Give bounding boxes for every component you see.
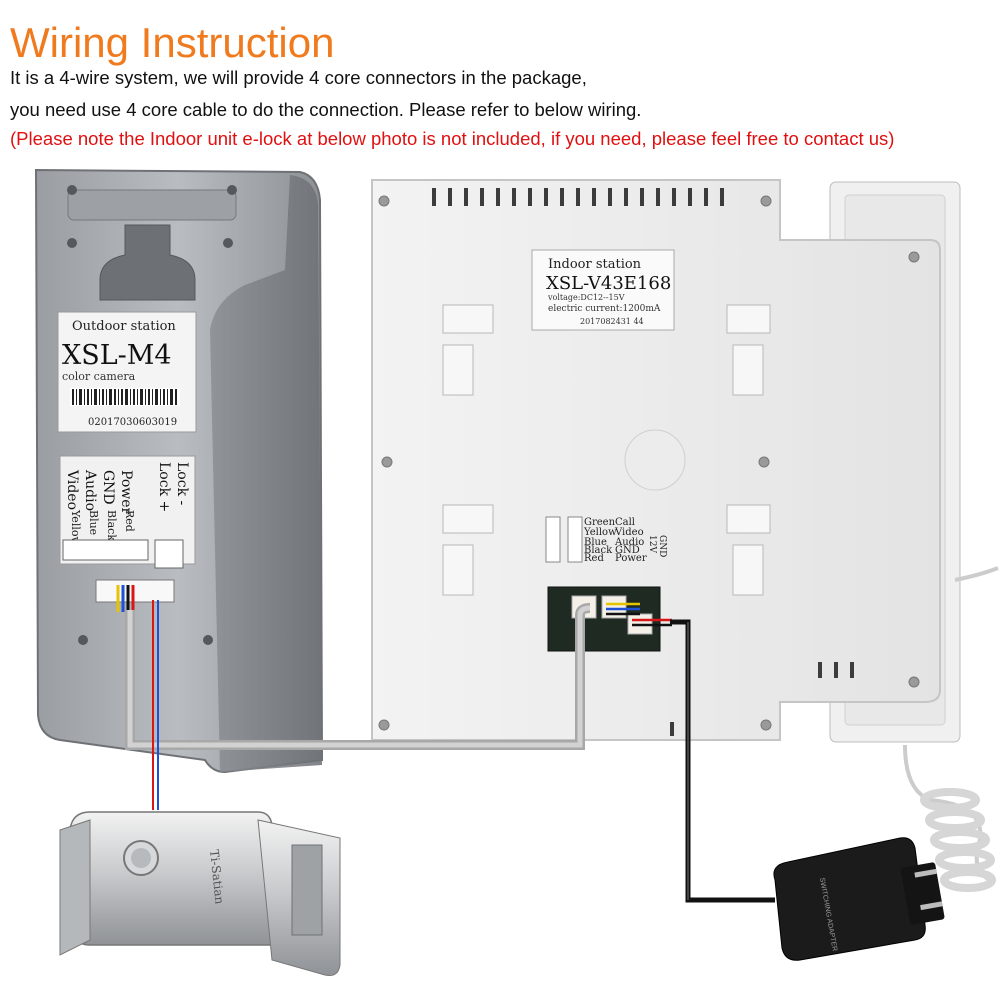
note-line: (Please note the Indoor unit e-lock at b… <box>10 128 895 149</box>
intro-line-1: It is a 4-wire system, we will provide 4… <box>10 67 587 88</box>
indoor-current: electric current:1200mA <box>548 304 661 314</box>
indoor-wire-yellow: Yellow <box>583 527 617 538</box>
outdoor-barcode <box>70 388 180 406</box>
wiring-photo: Outdoor station XSL-M4 color camera 0201… <box>34 168 999 976</box>
bracket-clips <box>442 304 771 596</box>
indoor-terminal-call: Call <box>615 517 635 528</box>
indoor-terminal-audio: Audio <box>614 537 644 548</box>
coiled-cord <box>920 788 996 892</box>
outdoor-terminal-power: Power <box>118 470 134 515</box>
indoor-model: XSL-V43E168 <box>546 273 671 294</box>
mounting-holes <box>67 185 237 645</box>
indoor-power-gnd: GND <box>657 535 667 557</box>
outdoor-terminal-video: Video <box>64 469 80 510</box>
screws <box>378 195 920 731</box>
outdoor-subtitle: color camera <box>62 370 136 383</box>
vent-slots <box>432 188 854 736</box>
indoor-label-title: Indoor station <box>548 257 642 272</box>
page-title: Wiring Instruction <box>10 19 335 66</box>
outdoor-label-title: Outdoor station <box>72 319 176 334</box>
intro-line-2: you need use 4 core cable to do the conn… <box>10 99 642 120</box>
indoor-power-12v: 12V <box>647 535 657 553</box>
outdoor-model: XSL-M4 <box>62 340 172 371</box>
indoor-terminal-gnd: GND <box>615 545 640 556</box>
outdoor-wire-blue: Blue <box>87 510 100 535</box>
outdoor-lock-minus: Lock - <box>174 462 190 506</box>
indoor-wire-green: Green <box>584 517 616 528</box>
outdoor-terminal-gnd: GND <box>100 470 116 505</box>
outdoor-wire-red: Red <box>123 510 136 532</box>
indoor-wire-red: Red <box>584 553 604 564</box>
connection-cables <box>125 600 775 903</box>
outdoor-wire-yellow: Yellow <box>69 509 82 546</box>
electric-lock: Ti-Satian <box>59 811 341 976</box>
indoor-wire-blue: Blue <box>584 537 607 548</box>
outdoor-connector <box>95 579 175 603</box>
outdoor-terminal-audio: Audio <box>82 469 98 511</box>
outdoor-station: Outdoor station XSL-M4 color camera 0201… <box>34 168 324 774</box>
indoor-station: Indoor station XSL-V43E168 voltage:DC12-… <box>371 179 999 892</box>
outdoor-wire-black: Black <box>105 510 118 541</box>
indoor-terminal-video: Video <box>614 527 644 538</box>
indoor-voltage: voltage:DC12--15V <box>547 293 625 302</box>
power-adapter: SWITCHING ADAPTER <box>773 837 945 961</box>
indoor-serial: 2017082431 44 <box>580 317 644 326</box>
outdoor-lock-plus: Lock + <box>156 462 172 512</box>
indoor-terminal-power: Power <box>615 553 647 564</box>
lock-brand: Ti-Satian <box>207 849 227 905</box>
indoor-wire-black: Black <box>584 545 613 556</box>
outdoor-serial: 02017030603019 <box>88 417 177 428</box>
